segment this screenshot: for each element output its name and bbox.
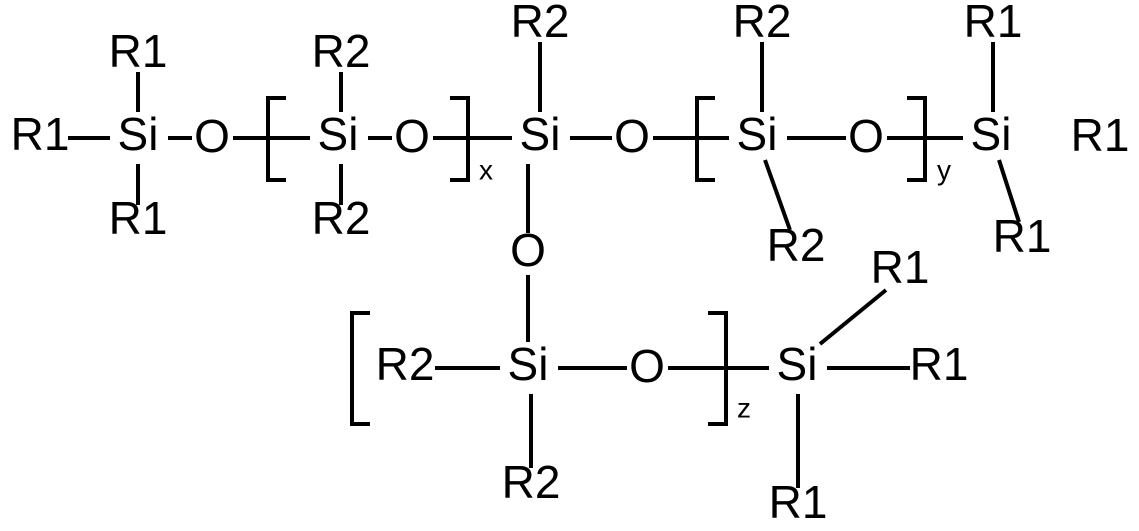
- repeat-unit-brackets-group: [266, 96, 927, 426]
- atom-label-o4: O: [848, 110, 884, 162]
- bond-si4-r2-diag: [763, 159, 792, 231]
- repeat-subscript-x: x: [479, 154, 493, 185]
- substituent-label-si1-bottom: R1: [109, 192, 168, 244]
- atom-label-o2: O: [394, 110, 430, 162]
- vertical-bonds-group: [136, 42, 995, 488]
- atom-label-si2: Si: [318, 108, 359, 160]
- atom-label-o3: O: [614, 110, 650, 162]
- substituent-label-si6-left: R2: [376, 338, 435, 390]
- substituent-label-si3-top: R2: [511, 0, 570, 47]
- substituent-label-si2-top: R2: [312, 25, 371, 77]
- substituent-label-si4-bottom: R2: [767, 219, 826, 271]
- bracket-close-unit-z: [708, 311, 728, 426]
- atom-label-si7: Si: [777, 338, 818, 390]
- atom-label-si3: Si: [520, 108, 561, 160]
- main-chain-atoms-group: Si O Si O Si O Si O Si: [118, 108, 1012, 162]
- substituent-label-si7-bottom: R1: [769, 476, 828, 528]
- diagonal-bonds-group: [763, 159, 1021, 346]
- substituent-label-si5-right: R1: [1071, 109, 1130, 161]
- substituent-label-si7-top: R1: [871, 241, 930, 293]
- atom-label-si5: Si: [971, 108, 1012, 160]
- bracket-close-unit-x: [450, 96, 470, 182]
- bracket-close-unit-y: [907, 96, 927, 182]
- substituent-label-si6-bottom: R2: [502, 456, 561, 508]
- atom-label-o5: O: [510, 224, 546, 276]
- repeat-subscript-y: y: [937, 154, 951, 185]
- substituent-label-si5-bottom: R1: [993, 210, 1052, 262]
- bracket-open-unit-z: [350, 311, 370, 426]
- repeat-subscript-z: z: [737, 392, 751, 423]
- substituent-label-si1-top: R1: [109, 25, 168, 77]
- atom-label-o6: O: [629, 340, 665, 392]
- atom-label-si4: Si: [737, 108, 778, 160]
- substituent-label-si4-top: R2: [733, 0, 792, 47]
- bond-si7-r1-diag: [818, 288, 888, 346]
- substituent-label-si2-bottom: R2: [312, 192, 371, 244]
- bracket-open-unit-y: [695, 96, 715, 182]
- substituent-label-si1-left: R1: [11, 108, 70, 160]
- branch-chain-atoms-group: O Si O Si: [508, 224, 818, 392]
- atom-label-si1: Si: [118, 108, 159, 160]
- bracket-open-unit-x: [266, 96, 286, 182]
- bond-si5-r1-diag: [997, 159, 1021, 223]
- atom-label-o1: O: [194, 110, 230, 162]
- repeat-subscripts-group: x y z: [479, 154, 951, 423]
- substituent-label-si5-top: R1: [964, 0, 1023, 47]
- atom-label-si6: Si: [508, 338, 549, 390]
- substituent-label-si7-right: R1: [910, 338, 969, 390]
